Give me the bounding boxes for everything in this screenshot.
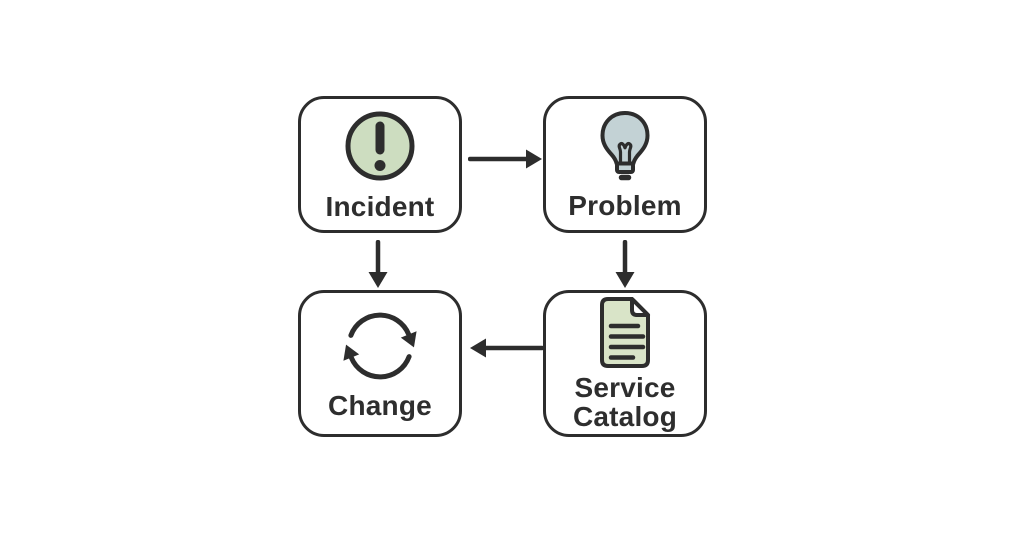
node-service-catalog: Service Catalog: [543, 290, 707, 437]
node-problem: Problem: [543, 96, 707, 233]
node-change: Change: [298, 290, 462, 437]
document-icon: [600, 296, 650, 368]
node-incident-label: Incident: [325, 190, 435, 222]
cycle-arrows-icon: [343, 312, 417, 380]
edge-arrow-service-catalog-to-change: [470, 338, 544, 358]
node-change-label: Change: [328, 389, 432, 421]
node-service-catalog-label: Service Catalog: [572, 371, 678, 432]
edge-arrow-problem-to-service-catalog: [615, 240, 635, 288]
alert-circle-icon: [345, 111, 415, 181]
edge-arrow-incident-to-problem: [468, 149, 542, 169]
lightbulb-icon: [600, 110, 650, 181]
node-problem-label: Problem: [568, 189, 682, 221]
edge-arrow-incident-to-change: [368, 240, 388, 288]
node-incident: Incident: [298, 96, 462, 233]
